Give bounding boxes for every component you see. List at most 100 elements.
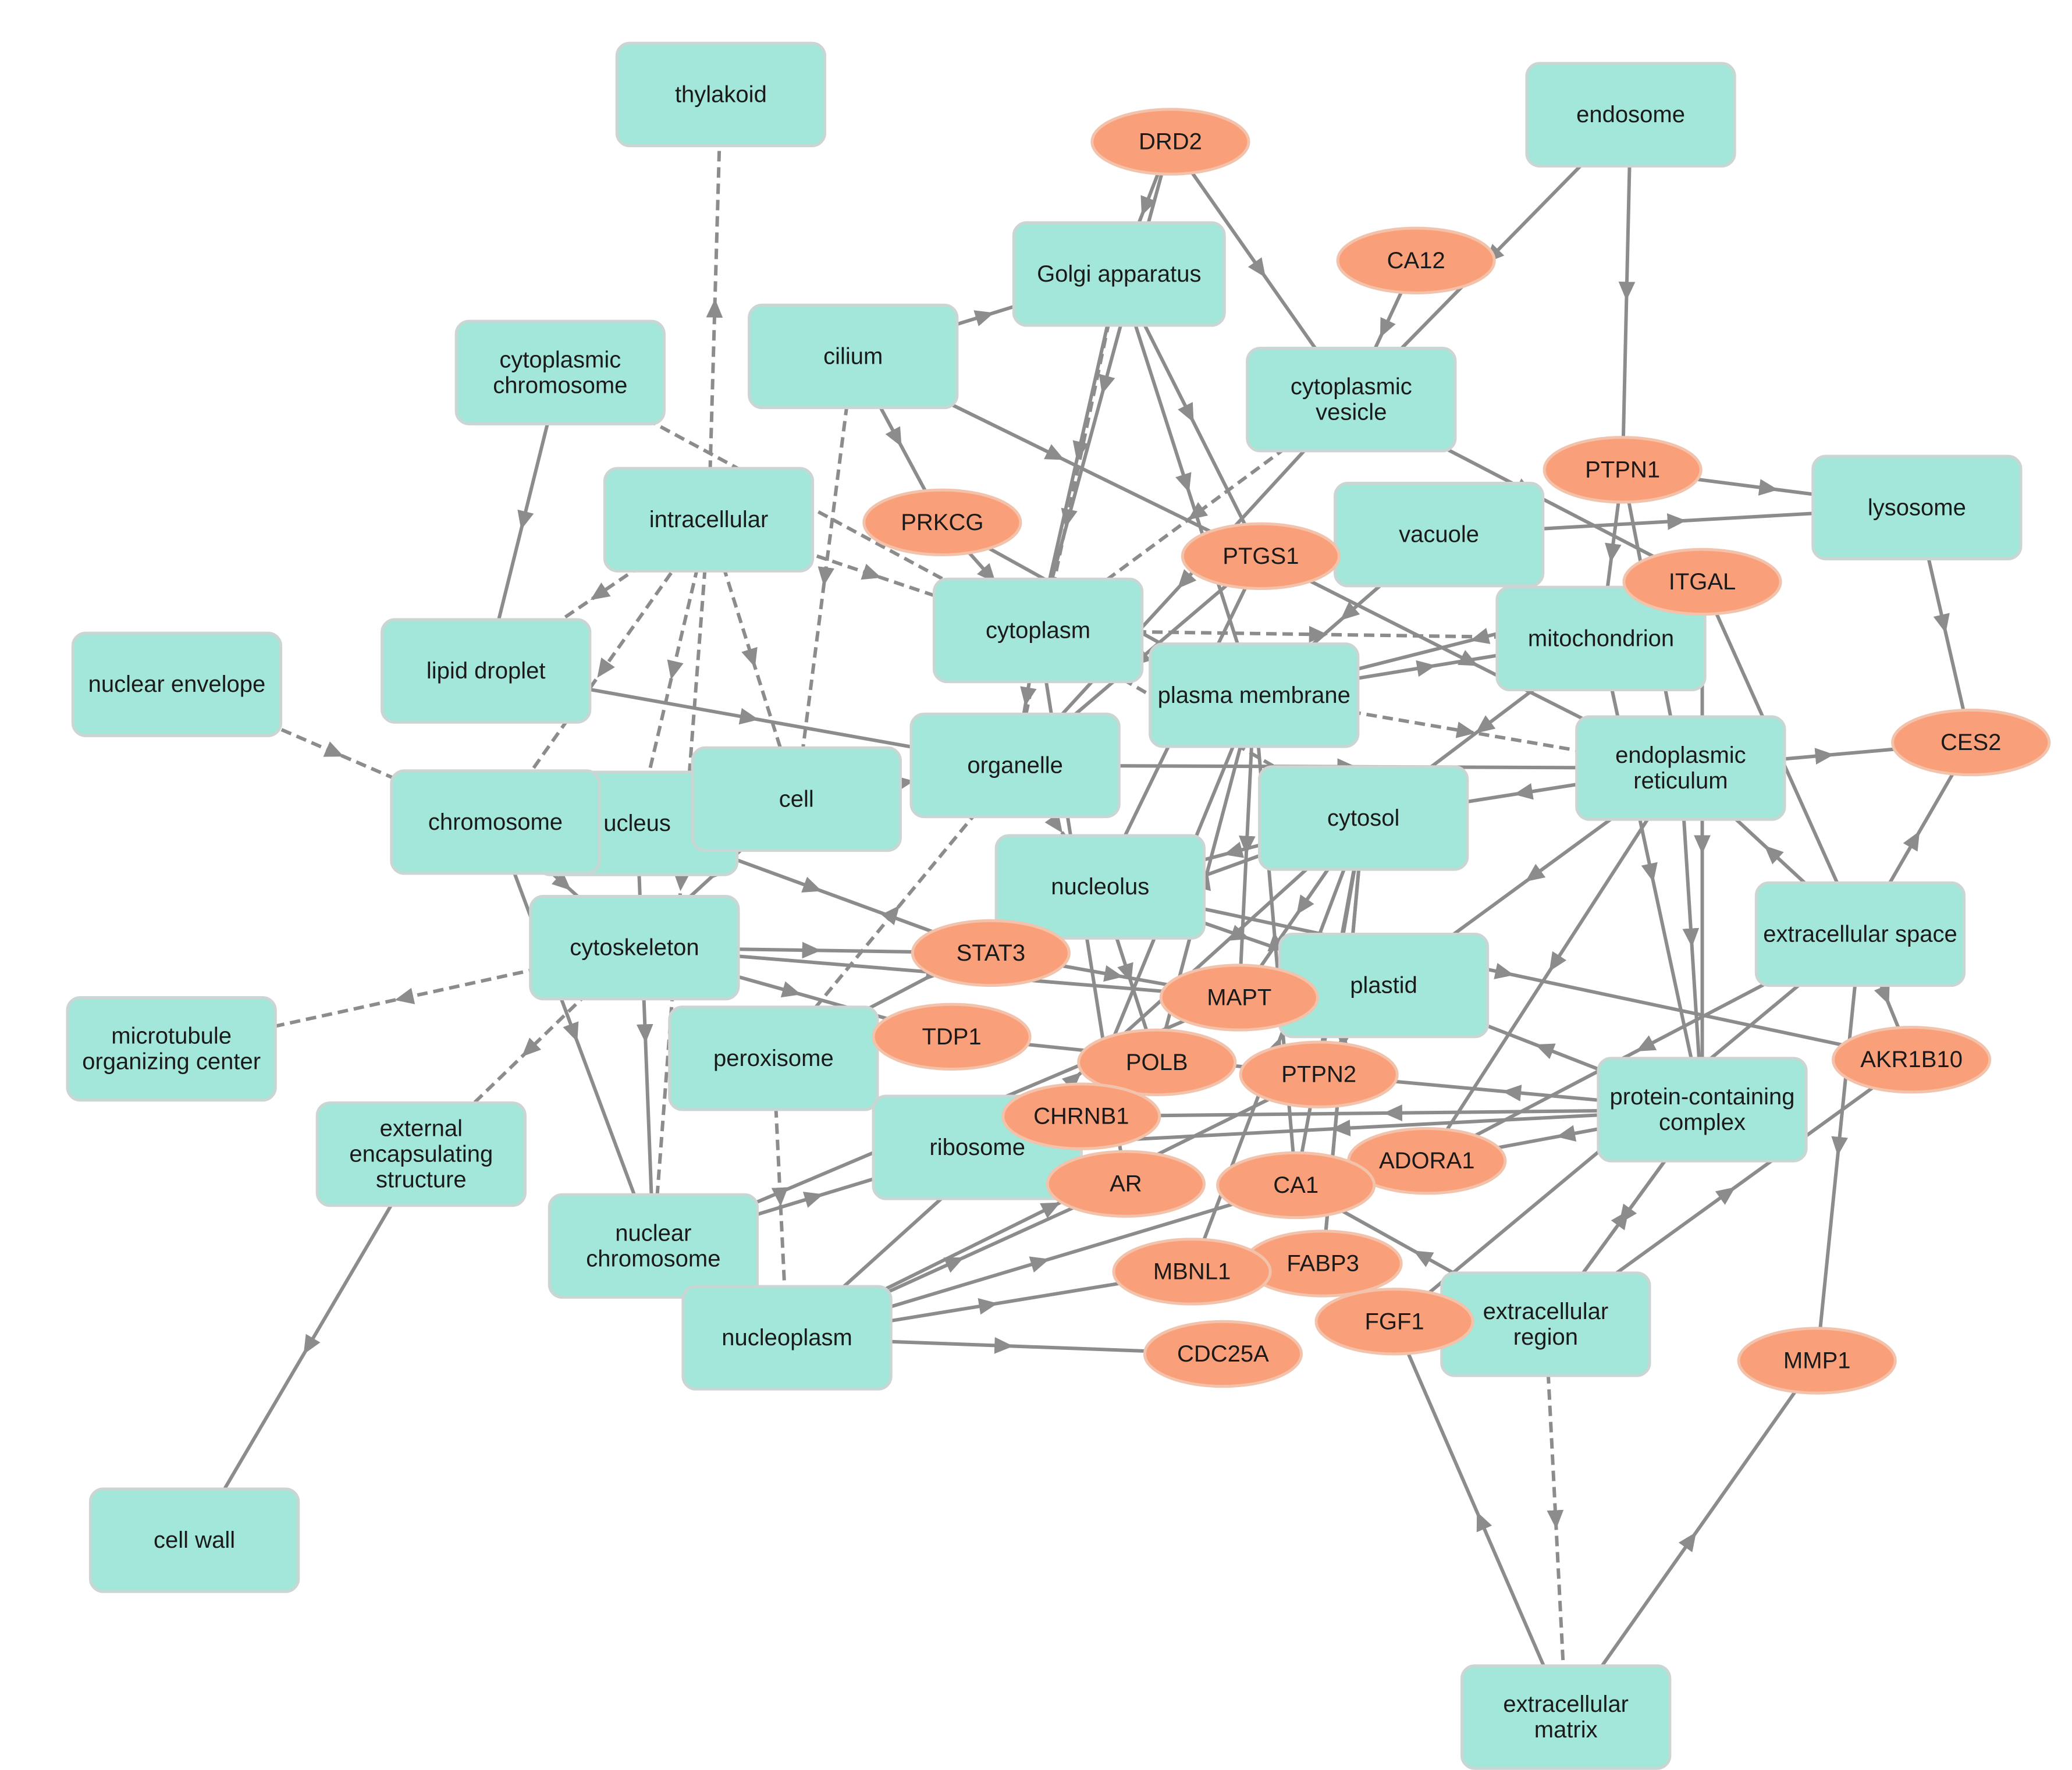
component-box [1811, 454, 2023, 560]
node-label: nucleoplasm [722, 1325, 852, 1350]
node-cellwall[interactable]: cell wall [88, 1487, 300, 1593]
node-cytoskel[interactable]: cytoskeleton [529, 894, 740, 1001]
gene-ellipse [1622, 548, 1782, 616]
node-CA12[interactable]: CA12 [1336, 226, 1496, 294]
node-nucleolus[interactable]: nucleolus [994, 834, 1206, 940]
node-extspace[interactable]: extracellular space [1754, 881, 1966, 987]
node-plasmamem[interactable]: plasma membrane [1149, 642, 1360, 748]
node-CHRNB1[interactable]: CHRNB1 [1001, 1082, 1161, 1150]
node-lysosome[interactable]: lysosome [1811, 454, 2023, 560]
node-PRKCG[interactable]: PRKCG [862, 488, 1022, 557]
node-organelle[interactable]: organelle [909, 712, 1121, 819]
component-box [691, 746, 902, 852]
node-label: external [380, 1116, 463, 1142]
node-MAPT[interactable]: MAPT [1159, 964, 1319, 1032]
node-endosome[interactable]: endosome [1525, 62, 1736, 168]
node-label: FABP3 [1286, 1251, 1359, 1277]
component-box [71, 631, 283, 737]
node-cell[interactable]: cell [691, 746, 902, 852]
node-lipid[interactable]: lipid droplet [381, 618, 592, 724]
component-box [1525, 62, 1736, 168]
edge-intracellular-thylakoid [706, 94, 723, 520]
gene-ellipse [1239, 1040, 1399, 1108]
node-label: PTPN2 [1281, 1062, 1356, 1087]
node-label: nucleolus [1051, 874, 1149, 900]
gene-ellipse [1216, 1151, 1376, 1220]
node-label: cell wall [154, 1527, 235, 1553]
node-label: DRD2 [1139, 129, 1202, 155]
node-TDP1[interactable]: TDP1 [872, 1003, 1032, 1071]
edge-golgi-cytoplasm [1036, 273, 1121, 631]
node-vacuole[interactable]: vacuole [1333, 482, 1545, 588]
node-golgi[interactable]: Golgi apparatus [1012, 221, 1226, 327]
node-AR[interactable]: AR [1046, 1150, 1206, 1218]
node-thylakoid[interactable]: thylakoid [615, 41, 827, 148]
node-label: matrix [1534, 1717, 1598, 1743]
node-CA1[interactable]: CA1 [1216, 1151, 1376, 1220]
node-chromosome[interactable]: chromosome [390, 769, 601, 875]
edge-extencap-cellwall [193, 1153, 423, 1541]
node-label: FGF1 [1364, 1309, 1424, 1334]
node-plastid[interactable]: plastid [1278, 932, 1490, 1039]
node-label: lipid droplet [427, 658, 546, 684]
edge-nucleolus-AKR1B10 [1100, 885, 1912, 1062]
component-box [1246, 347, 1457, 453]
edge-extregion-extmatrix [1544, 1324, 1568, 1718]
node-ADORA1[interactable]: ADORA1 [1347, 1127, 1507, 1195]
node-label: AKR1B10 [1860, 1047, 1963, 1072]
node-label: encapsulating [349, 1142, 493, 1167]
edge-cilium-cell [794, 356, 855, 799]
node-ITGAL[interactable]: ITGAL [1622, 548, 1782, 616]
node-DRD2[interactable]: DRD2 [1090, 108, 1250, 176]
gene-ellipse [1159, 964, 1319, 1032]
node-POLB[interactable]: POLB [1077, 1028, 1237, 1097]
node-CES2[interactable]: CES2 [1891, 708, 2051, 777]
edge-cytoplasm-mito [1038, 625, 1601, 643]
node-MMP1[interactable]: MMP1 [1737, 1327, 1897, 1395]
edge-extmatrix-FGF1 [1392, 1321, 1568, 1718]
node-mito[interactable]: mitochondrion [1495, 585, 1707, 692]
node-nucleoplasm[interactable]: nucleoplasm [681, 1285, 893, 1391]
node-nucenv[interactable]: nuclear envelope [71, 631, 283, 737]
node-PTPN2[interactable]: PTPN2 [1239, 1040, 1399, 1108]
node-cytosol[interactable]: cytosol [1258, 765, 1469, 871]
node-label: vesicle [1316, 400, 1387, 425]
gene-ellipse [1314, 1288, 1474, 1356]
node-label: ADORA1 [1379, 1148, 1475, 1174]
node-PTGS1[interactable]: PTGS1 [1181, 522, 1341, 591]
node-label: CHRNB1 [1033, 1104, 1129, 1129]
node-cytoplasm[interactable]: cytoplasm [932, 577, 1144, 684]
edge-er-protcomplex [1679, 767, 1704, 1110]
node-label: Golgi apparatus [1037, 261, 1201, 287]
node-peroxisome[interactable]: peroxisome [668, 1005, 879, 1111]
node-label: extracellular space [1763, 921, 1957, 947]
node-PTPN1[interactable]: PTPN1 [1543, 436, 1703, 504]
node-intracellular[interactable]: intracellular [603, 467, 815, 573]
node-FGF1[interactable]: FGF1 [1314, 1288, 1474, 1356]
node-STAT3[interactable]: STAT3 [911, 919, 1071, 987]
node-label: reticulum [1633, 768, 1728, 794]
node-FABP3[interactable]: FABP3 [1243, 1229, 1403, 1298]
node-CDC25A[interactable]: CDC25A [1143, 1320, 1303, 1388]
edge-intracellular-nucchrom [651, 519, 710, 1246]
node-label: MMP1 [1783, 1348, 1851, 1374]
node-AKR1B10[interactable]: AKR1B10 [1832, 1026, 1992, 1094]
gene-ellipse [1832, 1026, 1992, 1094]
node-cilium[interactable]: cilium [748, 303, 959, 410]
node-label: CA12 [1387, 248, 1445, 273]
node-label: PRKCG [901, 510, 983, 535]
node-label: ucleus [603, 811, 671, 836]
component-box [454, 319, 666, 425]
node-MBNL1[interactable]: MBNL1 [1112, 1238, 1272, 1306]
component-box [909, 712, 1121, 819]
